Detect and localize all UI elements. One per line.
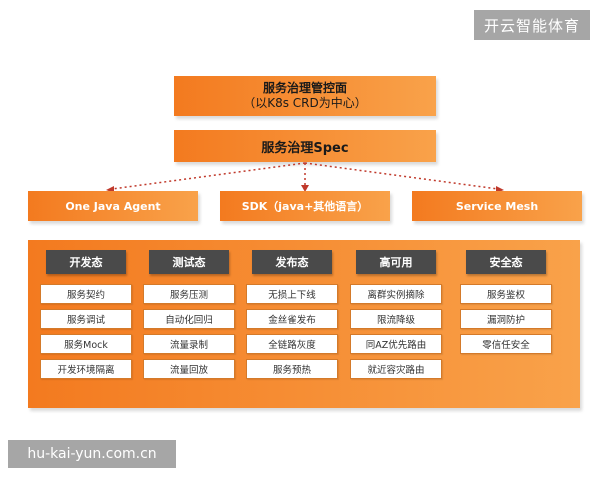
capability-item: 零信任安全 — [460, 334, 552, 354]
column-header: 测试态 — [149, 250, 229, 274]
column-header: 高可用 — [356, 250, 436, 274]
capability-item: 自动化回归 — [143, 309, 235, 329]
column-header: 开发态 — [46, 250, 126, 274]
capability-item: 流量录制 — [143, 334, 235, 354]
connector-left — [111, 162, 306, 190]
capability-item: 无损上下线 — [246, 284, 338, 304]
capability-item: 服务鉴权 — [460, 284, 552, 304]
column-header: 发布态 — [252, 250, 332, 274]
column-release: 发布态 无损上下线 金丝雀发布 全链路灰度 服务预热 — [246, 250, 338, 384]
capability-item: 服务预热 — [246, 359, 338, 379]
capability-item: 就近容灾路由 — [350, 359, 442, 379]
column-security: 安全态 服务鉴权 漏洞防护 零信任安全 — [460, 250, 552, 359]
capability-item: 漏洞防护 — [460, 309, 552, 329]
agent-box-sdk: SDK（java+其他语言） — [220, 191, 390, 221]
capability-item: 限流降级 — [350, 309, 442, 329]
column-ha: 高可用 离群实例摘除 限流降级 同AZ优先路由 就近容灾路由 — [350, 250, 442, 384]
capability-item: 服务调试 — [40, 309, 132, 329]
capability-item: 金丝雀发布 — [246, 309, 338, 329]
control-plane-box: 服务治理管控面 （以K8s CRD为中心） — [174, 76, 436, 116]
capability-item: 离群实例摘除 — [350, 284, 442, 304]
column-header: 安全态 — [466, 250, 546, 274]
column-dev: 开发态 服务契约 服务调试 服务Mock 开发环境隔离 — [40, 250, 132, 384]
control-plane-title: 服务治理管控面 — [262, 81, 347, 95]
spec-box: 服务治理Spec — [174, 130, 436, 162]
column-test: 测试态 服务压测 自动化回归 流量录制 流量回放 — [143, 250, 235, 384]
capability-item: 流量回放 — [143, 359, 235, 379]
connector-right — [304, 162, 499, 190]
agent-box-java: One Java Agent — [28, 191, 198, 221]
capability-item: 同AZ优先路由 — [350, 334, 442, 354]
capability-item: 服务压测 — [143, 284, 235, 304]
capability-item: 服务契约 — [40, 284, 132, 304]
capability-item: 开发环境隔离 — [40, 359, 132, 379]
capability-item: 服务Mock — [40, 334, 132, 354]
capability-item: 全链路灰度 — [246, 334, 338, 354]
control-plane-subtitle: （以K8s CRD为中心） — [243, 96, 367, 110]
watermark-top: 开云智能体育 — [474, 10, 590, 40]
agent-box-mesh: Service Mesh — [412, 191, 582, 221]
watermark-bottom: hu-kai-yun.com.cn — [8, 440, 176, 468]
